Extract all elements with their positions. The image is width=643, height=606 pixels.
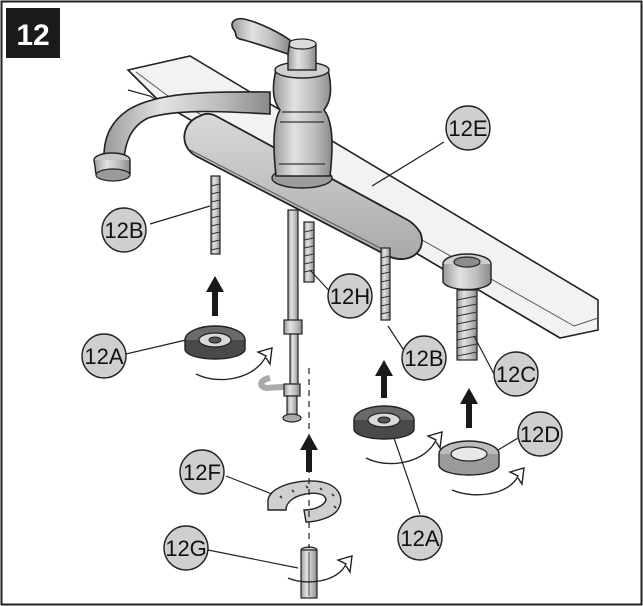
callout-12a-left-label: 12A [84,344,123,369]
callout-12c: 12C [493,351,539,397]
sprayer-base [442,253,492,361]
rotate-arrow-left [195,347,273,381]
callout-12b-right: 12B [401,335,447,381]
mounting-stud-right [380,247,391,321]
arrow-up-right [375,360,393,398]
sprayer-nut [438,440,500,476]
supply-tubes [258,209,315,423]
mounting-nut-right [353,405,415,440]
step-badge: 12 [6,8,60,58]
installation-tool [300,546,318,599]
callout-12d: 12D [517,411,563,457]
arrow-up-left [206,276,224,316]
arrow-up-center [300,434,318,472]
callout-12d-label: 12D [520,422,560,447]
leader-lines [125,141,519,569]
callout-12g-label: 12G [165,536,207,561]
rotate-arrow-tool [287,555,353,583]
retaining-clip [267,480,342,523]
callout-12f: 12F [179,449,225,495]
faucet-body [271,38,333,189]
mounting-stud-left [210,175,221,255]
callout-12f-label: 12F [183,460,221,485]
callout-12a-bottom-label: 12A [400,526,439,551]
callout-12a-left: 12A [81,333,127,379]
direction-arrows [206,276,478,472]
callout-12c-label: 12C [496,362,536,387]
callout-12a-bottom: 12A [397,515,443,561]
rotate-arrow-right [365,431,443,465]
callout-12g: 12G [163,525,209,571]
callout-12h-label: 12H [330,284,370,309]
arrow-up-sprayer [460,388,478,428]
rotate-arrow-sprayer [451,467,525,496]
mounting-nut-left [184,325,246,360]
callout-12b-left-label: 12B [104,218,143,243]
callout-12h: 12H [327,273,373,319]
callout-12b-left: 12B [101,207,147,253]
callout-12b-right-label: 12B [404,346,443,371]
faucet-spout [93,91,271,182]
callout-12e-label: 12E [448,116,487,141]
rotation-arrows [195,347,525,583]
faucet-handle [231,17,291,56]
callout-12e: 12E [445,105,491,151]
step-number: 12 [16,19,49,52]
